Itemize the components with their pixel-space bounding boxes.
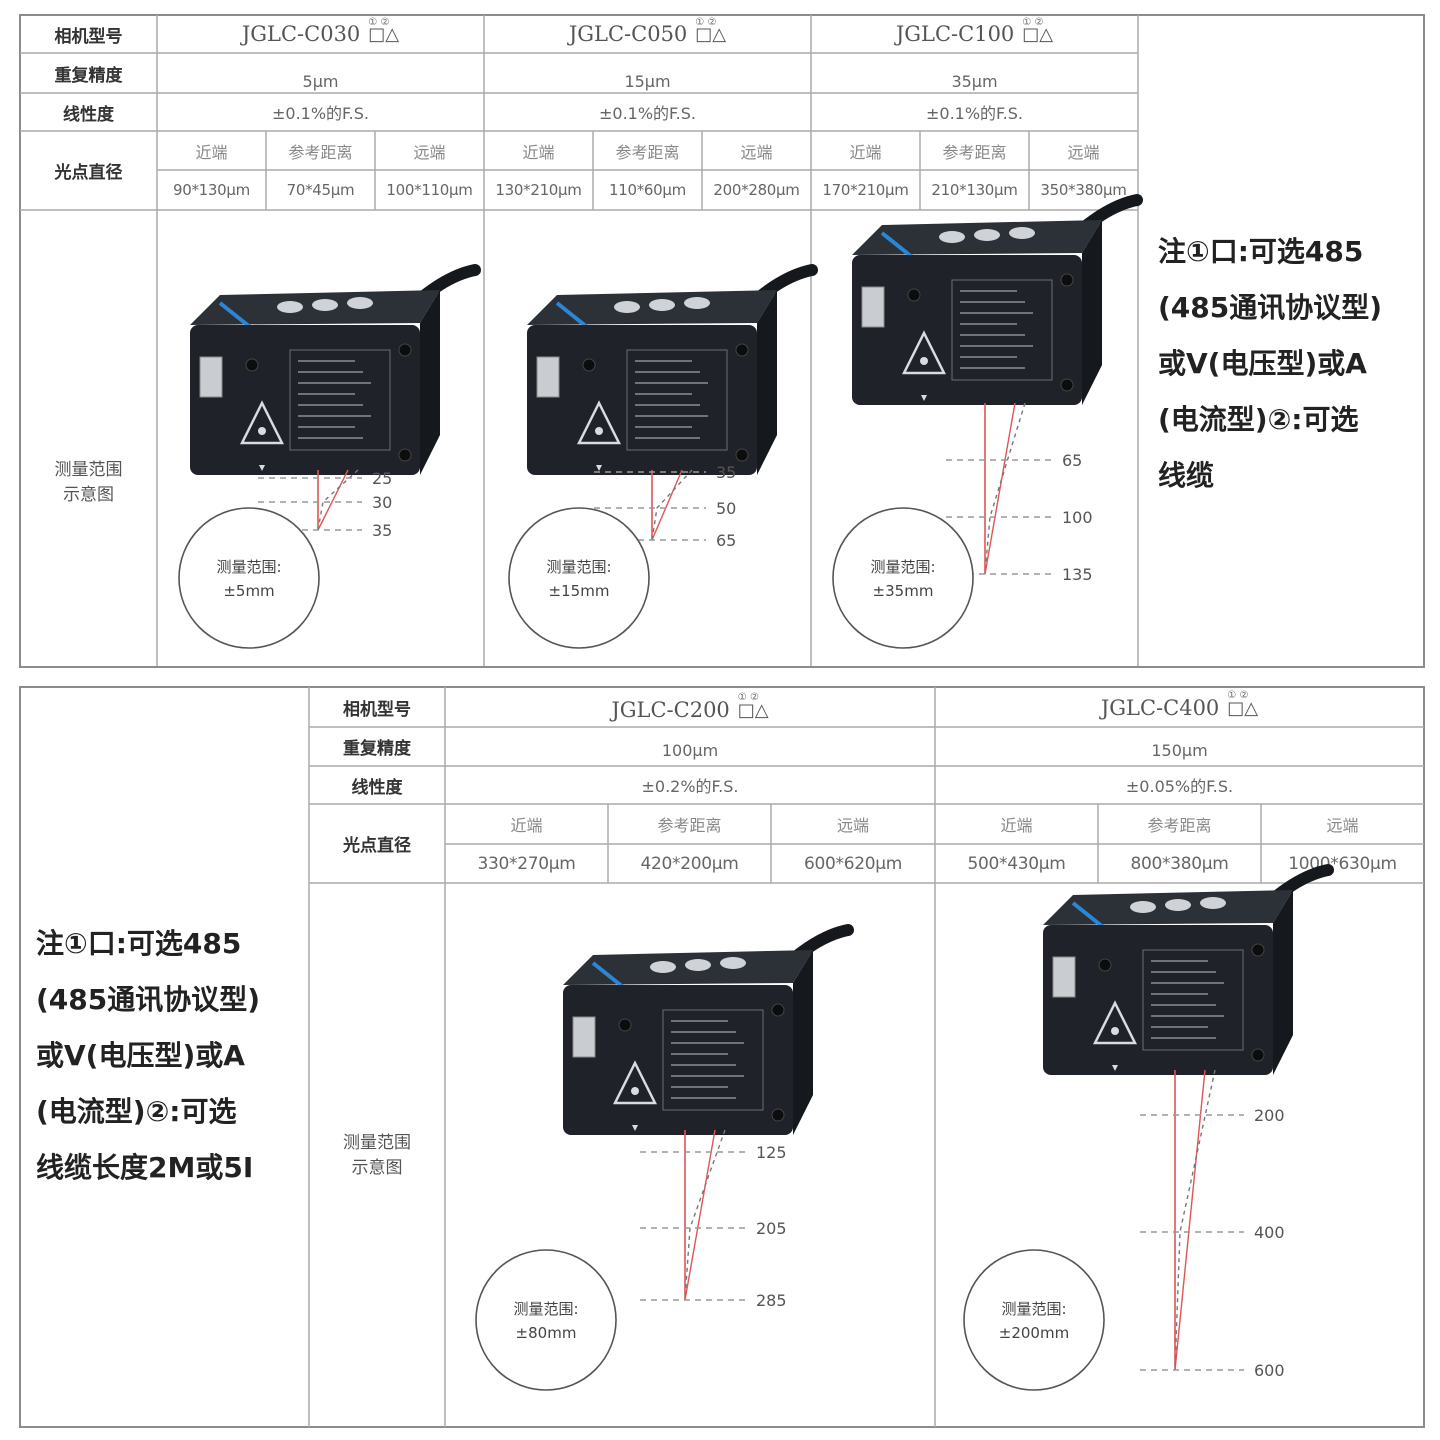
note-line: 线缆长度2M或5I xyxy=(36,1151,254,1184)
note-line: 或V(电压型)或A xyxy=(1158,347,1367,380)
label-linearity: 线性度 xyxy=(63,104,114,125)
model-name: JGLC-C200 xyxy=(611,698,730,722)
spot-ref-label-c400: 参考距离 xyxy=(1147,816,1212,835)
label-repeat-bottom: 重复精度 xyxy=(343,739,411,759)
spot-ref-label-c200: 参考距离 xyxy=(657,816,722,835)
label-model: 相机型号 xyxy=(54,26,123,47)
spot-far-label-c200: 远端 xyxy=(836,816,869,835)
repeat-c200: 100μm xyxy=(661,741,719,760)
note-line: (485通讯协议型) xyxy=(36,983,261,1016)
model-name: JGLC-C050 xyxy=(568,22,688,46)
repeat-c050: 15μm xyxy=(624,71,671,91)
spot-far-label-c100: 远端 xyxy=(1067,142,1100,162)
label-range-line2: 示意图 xyxy=(63,485,114,505)
option-symbols-text: □△ xyxy=(368,23,400,45)
model-name-c030: JGLC-C030 ① ②□△ xyxy=(157,15,484,53)
note-line: 注①口:可选485 xyxy=(36,927,242,960)
linearity-c100: ±0.1%的F.S. xyxy=(925,104,1024,123)
note-line: (电流型)②:可选 xyxy=(36,1095,237,1128)
spot-ref-label-c030: 参考距离 xyxy=(288,142,353,162)
option-symbols: ① ②□△ xyxy=(1022,17,1054,45)
linearity-c030: ±0.1%的F.S. xyxy=(271,104,370,123)
spot-near-c400: 500*430μm xyxy=(967,853,1066,874)
spot-ref-label-c050: 参考距离 xyxy=(615,142,680,162)
option-symbols-text: □△ xyxy=(695,23,727,45)
model-name-c050: JGLC-C050 ① ②□△ xyxy=(484,15,811,53)
spot-far-c050: 200*280μm xyxy=(713,181,800,199)
note-line: (电流型)②:可选 xyxy=(1158,403,1359,436)
spot-near-label-c030: 近端 xyxy=(195,142,228,162)
label-linearity-bottom: 线性度 xyxy=(351,777,403,798)
bottom-note: 注①口:可选485 (485通讯协议型) 或V(电压型)或A (电流型)②:可选… xyxy=(36,916,260,1196)
spot-ref-c200: 420*200μm xyxy=(640,853,739,874)
linearity-c050: ±0.1%的F.S. xyxy=(598,104,697,123)
option-symbols: ① ②□△ xyxy=(368,17,400,45)
spot-ref-c100: 210*130μm xyxy=(931,181,1018,199)
spot-near-label-c200: 近端 xyxy=(510,816,543,835)
option-numbers: ① ② xyxy=(368,17,390,28)
spot-far-c400: 1000*630μm xyxy=(1288,853,1397,874)
label-spot-bottom: 光点直径 xyxy=(343,836,411,856)
model-name: JGLC-C100 xyxy=(895,22,1015,46)
option-numbers: ① ② xyxy=(695,17,717,28)
repeat-c100: 35μm xyxy=(951,71,998,91)
note-line: 或V(电压型)或A xyxy=(36,1039,245,1072)
spot-far-label-c400: 远端 xyxy=(1326,816,1359,835)
spot-near-c030: 90*130μm xyxy=(173,181,250,199)
repeat-c030: 5μm xyxy=(302,71,339,91)
spot-near-label-c400: 近端 xyxy=(1000,816,1033,835)
label-range-diagram: 测量范围 示意图 xyxy=(20,440,157,520)
option-numbers: ① ② xyxy=(737,692,759,703)
option-numbers: ① ② xyxy=(1227,690,1249,701)
linearity-c400: ±0.05%的F.S. xyxy=(1125,777,1234,796)
label-repeat: 重复精度 xyxy=(54,65,123,86)
spot-near-c050: 130*210μm xyxy=(495,181,582,199)
option-symbols: ① ②□△ xyxy=(737,692,769,721)
spot-ref-c030: 70*45μm xyxy=(286,181,355,199)
spot-near-label-c050: 近端 xyxy=(522,142,555,162)
model-name: JGLC-C030 xyxy=(241,22,361,46)
top-note: 注①口:可选485 (485通讯协议型) 或V(电压型)或A (电流型)②:可选… xyxy=(1158,224,1382,504)
note-line: (485通讯协议型) xyxy=(1158,291,1383,324)
model-name-c200: JGLC-C200 ① ②□△ xyxy=(445,690,935,730)
spot-ref-c400: 800*380μm xyxy=(1130,853,1229,874)
option-symbols: ① ②□△ xyxy=(1227,690,1259,719)
spot-near-label-c100: 近端 xyxy=(849,142,882,162)
note-line: 注①口:可选485 xyxy=(1158,235,1364,268)
spot-far-c030: 100*110μm xyxy=(386,181,473,199)
option-numbers: ① ② xyxy=(1022,17,1044,28)
spot-near-c200: 330*270μm xyxy=(477,853,576,874)
repeat-c400: 150μm xyxy=(1151,741,1208,760)
model-name-c400: JGLC-C400 ① ②□△ xyxy=(935,688,1424,728)
linearity-c200: ±0.2%的F.S. xyxy=(641,777,739,796)
model-name: JGLC-C400 xyxy=(1100,696,1220,720)
label-range-line2: 示意图 xyxy=(351,1158,403,1178)
spot-far-label-c050: 远端 xyxy=(740,142,773,162)
spot-far-c100: 350*380μm xyxy=(1040,181,1127,199)
spot-far-label-c030: 远端 xyxy=(413,142,446,162)
option-symbols-text: □△ xyxy=(1022,23,1054,45)
spot-far-c200: 600*620μm xyxy=(803,853,903,874)
note-line: 线缆 xyxy=(1158,459,1215,492)
spot-near-c100: 170*210μm xyxy=(822,181,909,199)
model-name-c100: JGLC-C100 ① ②□△ xyxy=(811,15,1138,53)
spot-ref-label-c100: 参考距离 xyxy=(942,142,1007,162)
label-range-diagram-bottom: 测量范围 示意图 xyxy=(309,1113,445,1193)
spot-ref-c050: 110*60μm xyxy=(609,181,686,199)
label-spot: 光点直径 xyxy=(54,163,123,183)
label-range-line1: 测量范围 xyxy=(54,460,123,480)
option-symbols-text: □△ xyxy=(737,699,769,721)
label-model-bottom: 相机型号 xyxy=(343,699,411,720)
option-symbols: ① ②□△ xyxy=(695,17,727,45)
label-range-line1: 测量范围 xyxy=(343,1133,411,1153)
option-symbols-text: □△ xyxy=(1227,697,1259,719)
